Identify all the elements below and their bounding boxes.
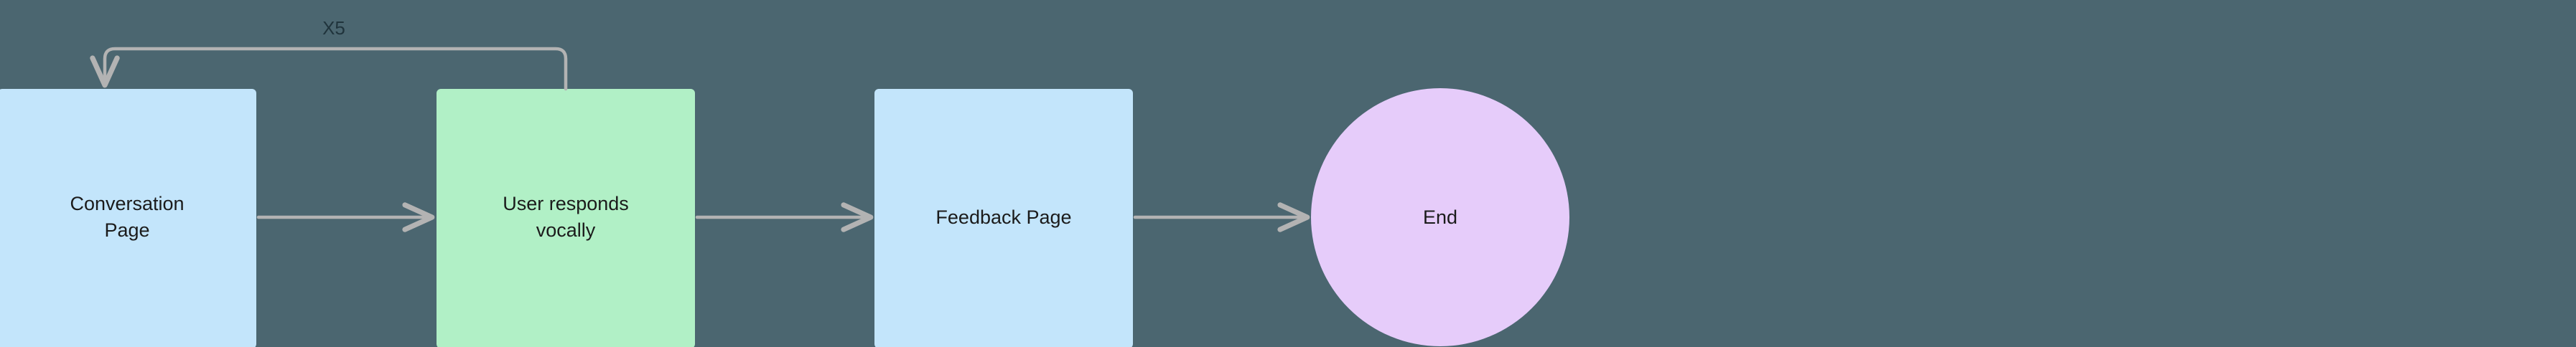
- node-conversation-page[interactable]: [0, 89, 256, 347]
- node-feedback-page[interactable]: [874, 89, 1133, 347]
- edge-user-loop-back[interactable]: [90, 47, 568, 91]
- node-user-responds-vocally[interactable]: [437, 89, 695, 347]
- edge-label-x5: X5: [322, 17, 345, 39]
- node-end[interactable]: [1311, 88, 1569, 346]
